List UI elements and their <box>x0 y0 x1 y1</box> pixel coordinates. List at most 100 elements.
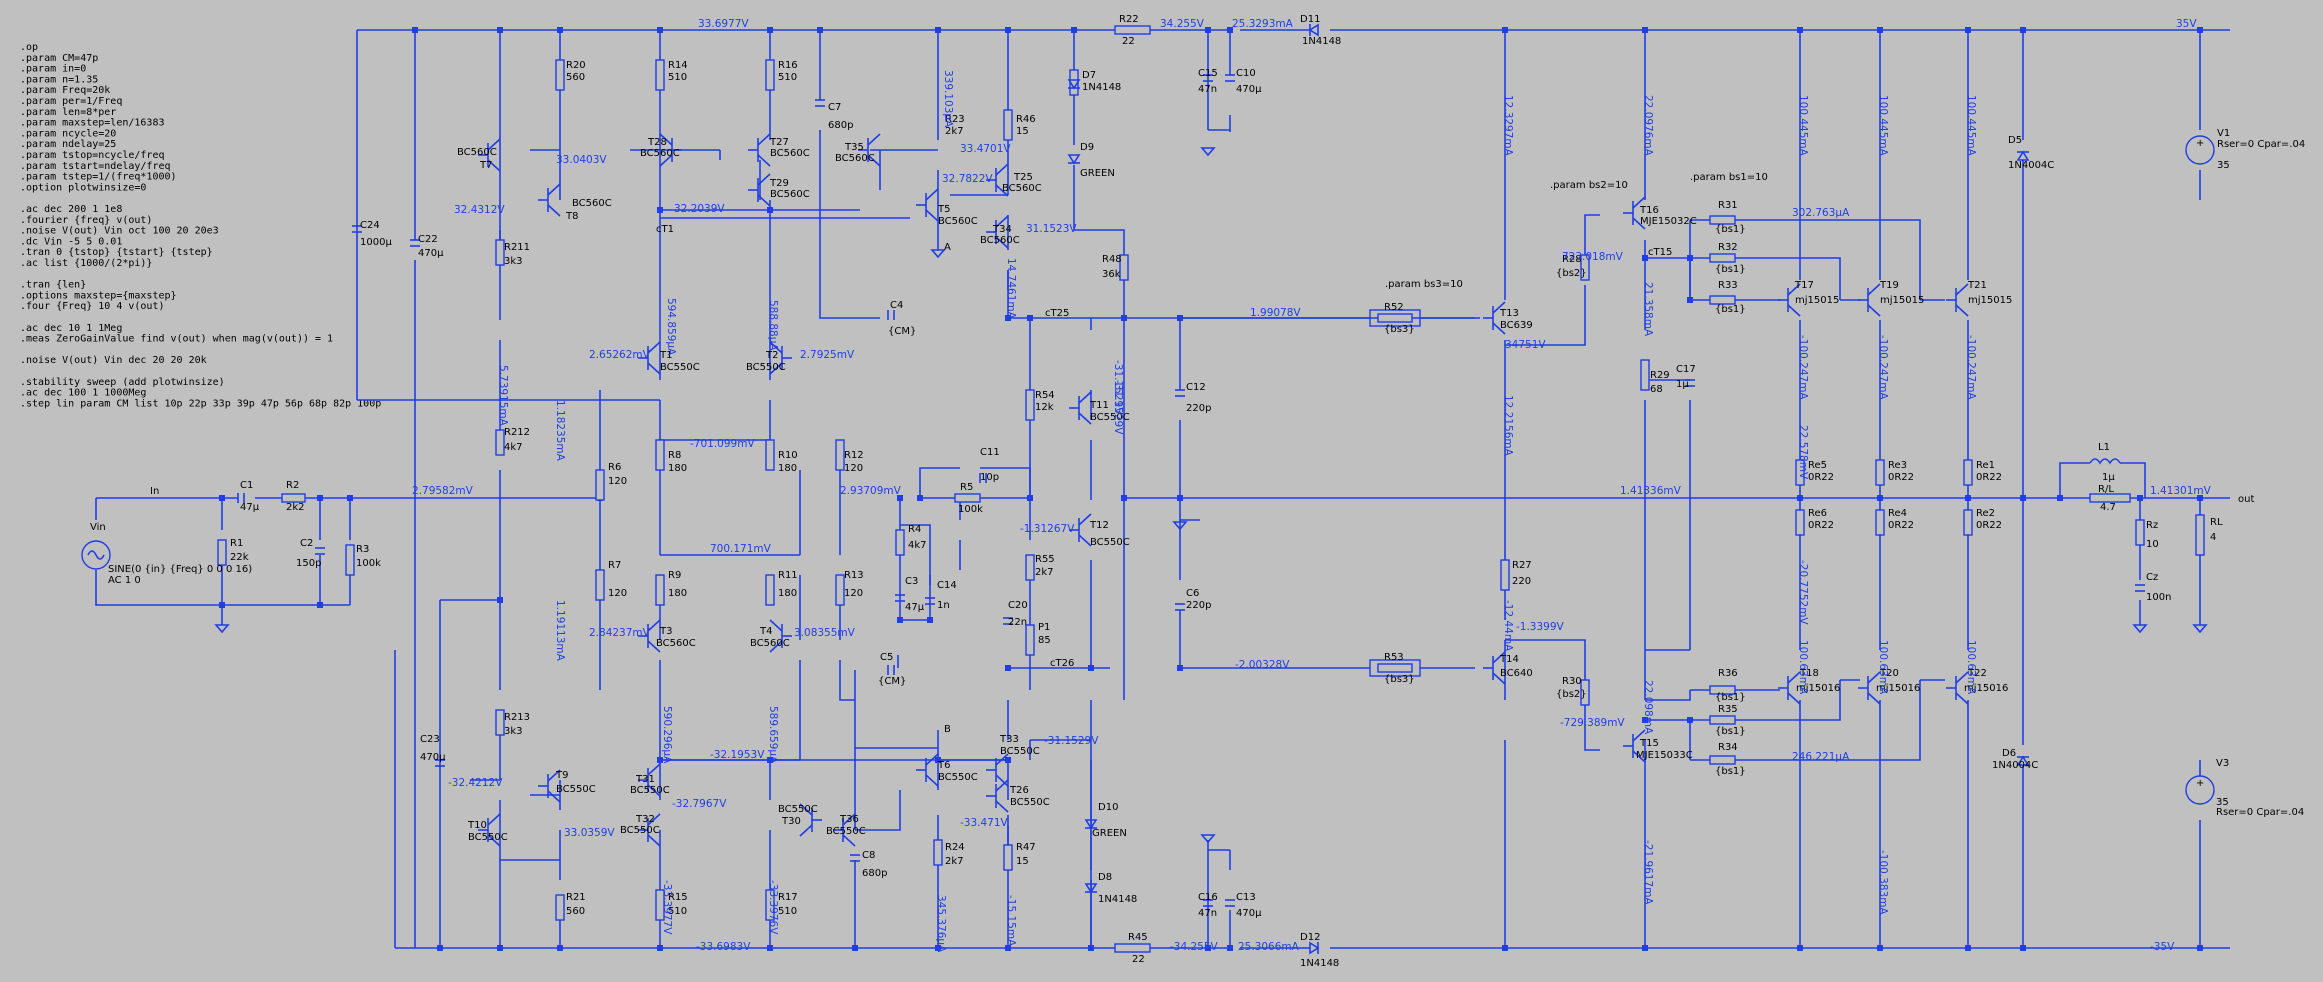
junction-dot <box>497 945 503 951</box>
ground-symbol <box>1172 521 1188 531</box>
op-v_34255: 34.255V <box>1160 18 1205 30</box>
transistor-symbol <box>1858 283 1881 317</box>
label-c12: C12 <box>1186 382 1206 393</box>
label-t14: T14 <box>1499 654 1519 665</box>
label-r8: R8 <box>668 450 681 461</box>
spice-directives: .op.param CM=47p.param in=0.param n=1.35… <box>20 42 381 409</box>
label-r213v: 3k3 <box>504 726 523 737</box>
label-c3v: 47µ <box>905 602 925 613</box>
directive-line: .dc Vin -5 5 0.01 <box>20 236 122 247</box>
label-c15: C15 <box>1198 68 1218 79</box>
label-d11: D11 <box>1300 14 1320 25</box>
label-r55: R55 <box>1035 554 1055 565</box>
junction-dot <box>412 27 418 33</box>
label-c20v: 22n <box>1008 617 1027 628</box>
label-r53v: {bs3} <box>1384 674 1415 685</box>
label-t30: BC550C <box>778 804 818 815</box>
label-t19: T19 <box>1879 280 1899 291</box>
directive-line: .ac list {1000/(2*pi)} <box>20 258 152 269</box>
transistor-symbol <box>748 173 771 207</box>
label-c8v: 680p <box>862 868 887 879</box>
label-t3m: BC560C <box>656 638 696 649</box>
label-r8v: 180 <box>668 463 687 474</box>
label-r48v: 36k <box>1102 269 1121 280</box>
label-c5v: {CM} <box>878 676 906 687</box>
label-d9m: GREEN <box>1080 168 1115 179</box>
label-c3: C3 <box>905 576 918 587</box>
label-t5m: BC560C <box>938 216 978 227</box>
directive-line: .param tstop=ncycle/freq <box>20 150 165 161</box>
label-c1v: 47µ <box>240 502 260 513</box>
label-r7v: 120 <box>608 588 627 599</box>
component-labels: R20560BC560CT7BC560CT8R14510R16510T28BC5… <box>90 14 2305 969</box>
junction-dot <box>1205 945 1211 951</box>
junction-dot <box>1687 297 1693 303</box>
op-v_701: -701.099mV <box>690 438 755 450</box>
label-t32m: BC550C <box>620 825 660 836</box>
directive-line: .param len=8*per <box>20 107 116 118</box>
op-i_339: 339.103µA <box>942 70 954 128</box>
transistor-symbol <box>1858 671 1881 705</box>
directive-line: .param in=0 <box>20 64 86 75</box>
label-r24v: 2k7 <box>945 856 964 867</box>
op-v_265: 2.65262mV <box>589 349 651 361</box>
junction-dot <box>1027 495 1033 501</box>
label-out: out <box>2238 494 2254 505</box>
label-r20v: 560 <box>566 72 585 83</box>
directive-line: .option plotwinsize=0 <box>20 182 146 193</box>
label-r4v: 4k7 <box>908 540 927 551</box>
junction-dot <box>1027 315 1033 321</box>
transistor-symbol <box>1483 651 1506 685</box>
transistor-symbol <box>799 803 822 837</box>
label-re4: Re4 <box>1888 508 1907 519</box>
op-i_31152: -31.1529V <box>1112 360 1124 415</box>
label-vinac: AC 1 0 <box>108 575 141 586</box>
transistor-symbol <box>986 215 1009 249</box>
junction-dot <box>1227 27 1233 33</box>
directive-line: .param n=1.35 <box>20 74 98 85</box>
label-t20: T20 <box>1879 668 1899 679</box>
transistor-symbol <box>1623 196 1646 230</box>
op-i_345: 345.376µA <box>935 895 947 953</box>
label-r9v: 180 <box>668 588 687 599</box>
label-r5: R5 <box>960 482 973 493</box>
directive-line: .ac dec 10 1 1Meg <box>20 323 122 334</box>
label-gb: B <box>944 724 951 735</box>
label-d6: D6 <box>2002 748 2016 759</box>
op-i_100b: 100.445mA <box>1877 95 1889 157</box>
label-r21: R21 <box>566 892 586 903</box>
label-r33v: {bs1} <box>1715 304 1746 315</box>
label-c16: C16 <box>1198 892 1218 903</box>
transistor-symbol <box>833 813 856 847</box>
label-d10: D10 <box>1098 802 1118 813</box>
op-v_2795: 2.79582mV <box>412 485 474 497</box>
op-v_out: 1.41301mV <box>2150 485 2212 497</box>
label-t32: T32 <box>635 814 655 825</box>
op-i_n31: -31.1529V <box>1112 380 1124 435</box>
label-r35: R35 <box>1718 704 1738 715</box>
junction-dot <box>657 757 663 763</box>
label-t7n: T7 <box>479 160 492 171</box>
transistor-symbol <box>1778 671 1801 705</box>
label-c1: C1 <box>240 480 253 491</box>
label-r2: R2 <box>286 480 299 491</box>
label-l1: L1 <box>2098 442 2110 453</box>
junction-dot <box>767 207 773 213</box>
label-t22m: mj15016 <box>1964 683 2008 694</box>
junction-dot <box>657 945 663 951</box>
label-d12m: 1N4148 <box>1300 958 1339 969</box>
label-r15: R15 <box>668 892 688 903</box>
op-v_322039: 32.2039V <box>674 203 725 215</box>
label-c4v: {CM} <box>888 326 916 337</box>
label-r3: R3 <box>356 544 369 555</box>
label-vin: Vin <box>90 522 106 533</box>
label-r5v: 100k <box>958 504 983 515</box>
junction-dot <box>1965 495 1971 501</box>
label-r9: R9 <box>668 570 681 581</box>
label-t33: T33 <box>999 734 1019 745</box>
junction-dot <box>2197 945 2203 951</box>
directive-line: .meas ZeroGainValue find v(out) when mag… <box>20 334 333 345</box>
junction-dot <box>2020 945 2026 951</box>
transistor-symbol <box>1946 671 1969 705</box>
